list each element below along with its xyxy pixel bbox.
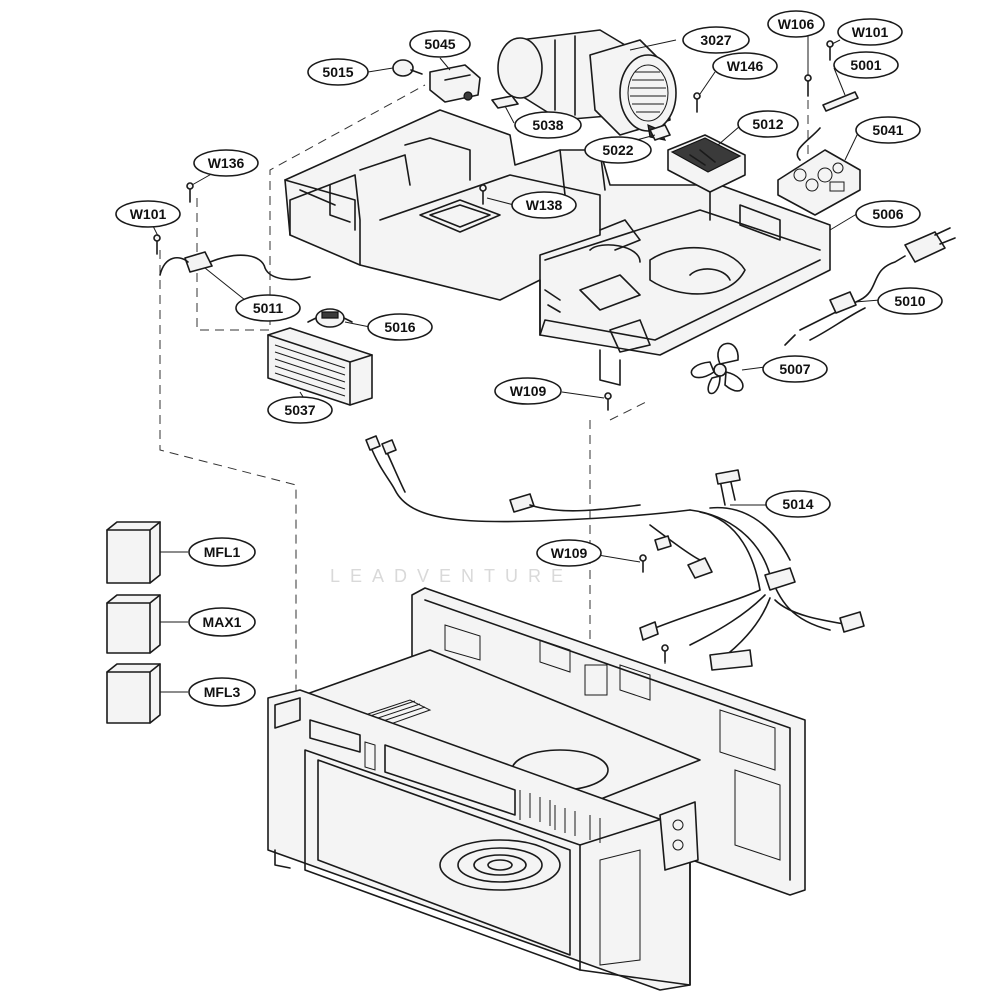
- part-5045: [429, 64, 481, 103]
- callout-5011: 5011: [235, 294, 301, 322]
- callout-label-5037: 5037: [284, 402, 315, 418]
- callout-label-MAX1: MAX1: [203, 614, 242, 630]
- callout-label-5010: 5010: [894, 293, 925, 309]
- callout-label-5045: 5045: [424, 36, 455, 52]
- callout-label-5007: 5007: [779, 361, 810, 377]
- callout-label-5022: 5022: [602, 142, 633, 158]
- callout-5041: 5041: [855, 116, 921, 144]
- callout-MFL1: MFL1: [188, 537, 256, 567]
- callout-5022: 5022: [584, 136, 652, 164]
- callout-label-W136: W136: [208, 155, 245, 171]
- callout-label-MFL1: MFL1: [204, 544, 241, 560]
- callout-label-W101-top: W101: [852, 24, 889, 40]
- callout-W109-top: W109: [494, 377, 562, 405]
- callout-W109-mid: W109: [536, 539, 602, 567]
- callout-label-5015: 5015: [322, 64, 353, 80]
- callout-W101-left: W101: [115, 200, 181, 228]
- callout-MAX1: MAX1: [188, 607, 256, 637]
- base-plate-5006: [284, 109, 831, 386]
- switch-5011: [159, 251, 311, 281]
- manual-boxes: [106, 521, 161, 724]
- callout-label-W109-top: W109: [510, 383, 547, 399]
- lamp-5015: [392, 59, 423, 77]
- callout-label-5011: 5011: [253, 300, 284, 316]
- pcb-5041: [777, 127, 861, 216]
- microwave-cavity: [267, 587, 806, 991]
- callout-5012: 5012: [737, 110, 799, 138]
- leader-lines: [147, 36, 881, 693]
- callout-W136: W136: [193, 149, 259, 177]
- callout-label-W101-left: W101: [130, 206, 167, 222]
- callout-MFL3: MFL3: [188, 677, 256, 707]
- callout-5010: 5010: [877, 287, 943, 315]
- part-5012: [667, 134, 746, 221]
- callout-label-5041: 5041: [872, 122, 903, 138]
- callout-label-5001: 5001: [850, 57, 881, 73]
- callout-label-5006: 5006: [872, 206, 903, 222]
- callout-W138: W138: [511, 191, 577, 219]
- callout-label-MFL3: MFL3: [204, 684, 241, 700]
- callout-5015: 5015: [307, 58, 369, 86]
- callout-label-W106: W106: [778, 16, 815, 32]
- part-5022: [649, 124, 671, 141]
- callout-label-5016: 5016: [384, 319, 415, 335]
- callout-5001: 5001: [833, 51, 899, 79]
- callout-5006: 5006: [855, 200, 921, 228]
- callout-5045: 5045: [409, 30, 471, 58]
- blower-motor-3027: [497, 29, 677, 141]
- callout-3027: 3027: [682, 26, 750, 54]
- callout-W106: W106: [767, 10, 825, 38]
- callout-label-5038: 5038: [532, 117, 563, 133]
- callout-label-W109-mid: W109: [551, 545, 588, 561]
- callout-5007: 5007: [762, 355, 828, 383]
- callout-5037: 5037: [267, 396, 333, 424]
- callout-5038: 5038: [514, 111, 582, 139]
- wire-harness-5014: [365, 435, 865, 671]
- callout-W146: W146: [712, 52, 778, 80]
- power-cord-5010: [784, 227, 956, 346]
- filter-5037: [267, 327, 373, 406]
- thermostat-5016: [307, 308, 353, 328]
- callout-label-5012: 5012: [752, 116, 783, 132]
- callout-W101-top: W101: [837, 18, 903, 46]
- callout-label-W138: W138: [526, 197, 563, 213]
- callout-5016: 5016: [367, 313, 433, 341]
- fan-blade-5007: [690, 342, 744, 395]
- callout-label-3027: 3027: [700, 32, 731, 48]
- watermark: LEADVENTURE: [330, 566, 573, 586]
- fuse-5001: [822, 91, 859, 112]
- callout-5014: 5014: [765, 490, 831, 518]
- callout-label-5014: 5014: [782, 496, 813, 512]
- callout-label-W146: W146: [727, 58, 764, 74]
- screws: [153, 40, 834, 663]
- bracket-5038: [491, 95, 519, 109]
